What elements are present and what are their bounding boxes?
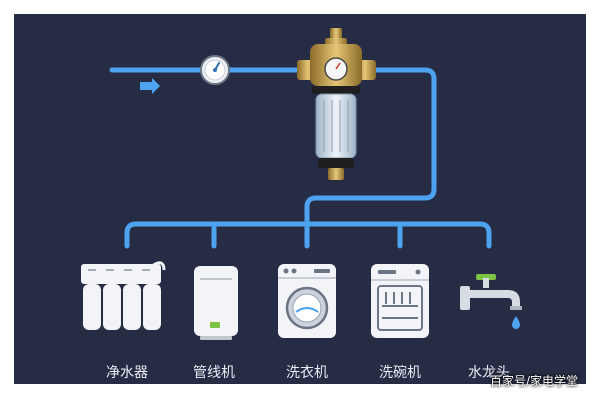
water-dispenser-icon [194,266,238,340]
outlet-pipe [304,67,437,227]
device-label-heater: 管线机 [193,365,235,381]
washing-machine-icon [278,264,336,338]
device-label-dishwasher: 洗碗机 [379,365,421,381]
dishwasher-icon [371,264,429,338]
water-purifier-icon [81,261,166,330]
plumbing-diagram [81,28,522,340]
device-label-faucet: 水龙头 [468,365,510,381]
water-pipes [109,67,492,249]
pressure-gauge-icon [200,55,230,85]
flow-arrow [140,78,160,94]
watermark: 百家号/家电学堂 [490,374,579,388]
faucet-icon [460,274,522,329]
pre-filter-icon [297,28,376,180]
device-label-purifier: 净水器 [106,365,148,381]
device-label-washer: 洗衣机 [286,365,328,381]
diagram-panel: 净水器 管线机 洗衣机 洗碗机 水龙头 百家号/家电学堂 [14,14,586,388]
